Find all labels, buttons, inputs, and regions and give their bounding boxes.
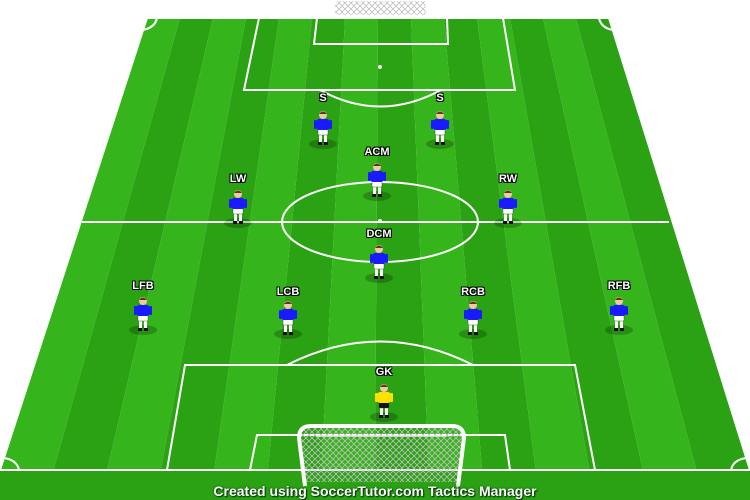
grass-stripe [107,18,247,470]
player-rw-figure [494,190,522,228]
player-rcb-figure [459,301,487,339]
player-label-lcb: LCB [276,286,300,298]
player-lcb-figure [274,301,302,339]
footer-credit: Created using SoccerTutor.com Tactics Ma… [213,483,537,499]
grass-stripe [444,18,536,470]
top-goal-box [312,17,450,45]
corner-arc-bottom-right [730,457,747,471]
grass-stripe [375,18,429,470]
bottom-goal [296,424,467,487]
top-penalty-spot [378,65,382,69]
grass-stripe [510,18,643,470]
grass-stripe [321,18,378,470]
player-lfb-figure [129,297,157,335]
player-label-rcb: RCB [461,286,485,298]
center-spot [378,219,382,223]
player-gk-figure [370,384,398,422]
grass-stripe [411,18,483,470]
player-s-figure [426,111,454,149]
grass-stripe [576,18,750,470]
grass-stripe [214,18,312,470]
grass-stripe [477,18,590,470]
player-label-gk: GK [375,366,393,378]
grass-stripe [543,18,697,470]
grass-stripe [0,18,180,470]
corner-arc-top-right [598,17,614,31]
player-label-lfb: LFB [132,280,154,292]
player-label-rw: RW [498,173,518,185]
pitch-markings [0,17,750,471]
player-rfb-figure [605,297,633,335]
player-label-acm: ACM [364,146,390,158]
player-label-dcm: DCM [366,228,392,240]
players-layer [129,111,633,422]
player-acm-figure [363,163,391,201]
corner-arc-bottom-left [3,457,20,471]
bottom-penalty-arc [286,340,474,366]
top-penalty-arc [319,89,442,108]
player-s-figure [309,111,337,149]
corner-arc-top-left [141,17,158,31]
player-dcm-figure [365,245,393,283]
player-label-s: S [436,92,444,104]
grass-stripe [53,18,214,470]
player-label-lw: LW [229,173,247,185]
bottom-penalty-box [165,364,597,471]
grass-stripes [0,18,750,470]
top-goal [332,0,429,18]
grass-stripe [160,18,279,470]
player-lw-figure [224,190,252,228]
player-label-rfb: RFB [607,280,631,292]
player-label-s: S [319,92,327,104]
